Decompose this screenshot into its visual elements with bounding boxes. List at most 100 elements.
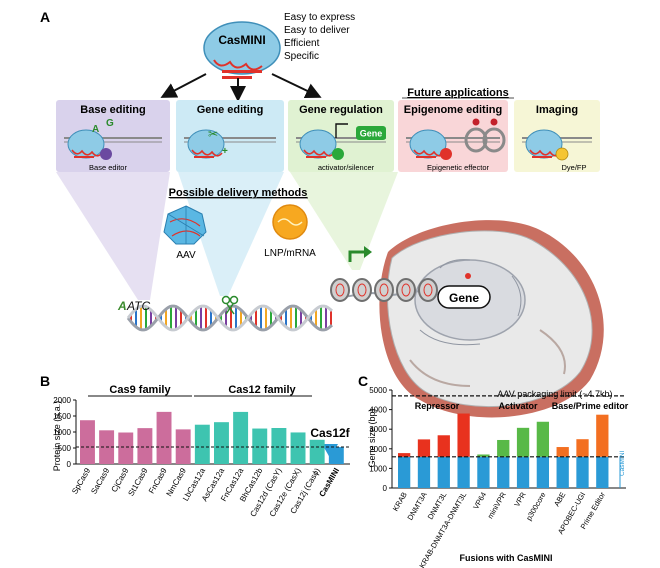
bar-casmini bbox=[536, 456, 550, 488]
transcription-arrow-head bbox=[364, 246, 372, 258]
aav-virus-icon bbox=[163, 205, 207, 245]
bar-casmini bbox=[596, 456, 609, 488]
family-cas12-label: Cas12 family bbox=[228, 384, 296, 396]
family-cas9-label: Cas9 family bbox=[109, 384, 171, 396]
cas12f-label: Cas12f bbox=[310, 426, 350, 440]
gene-bubble-label: Gene bbox=[449, 291, 479, 305]
wedge-gene-editing bbox=[178, 172, 284, 296]
nucleosome-dna bbox=[423, 283, 433, 297]
y-tick-label: 2000 bbox=[53, 396, 71, 405]
bar-fusion bbox=[536, 421, 550, 457]
casmini-properties: Easy to express Easy to deliver Efficien… bbox=[284, 12, 355, 62]
property-item: Specific bbox=[284, 51, 319, 62]
dna-backbone bbox=[126, 304, 334, 332]
bar-fusion bbox=[576, 439, 589, 457]
delivery-methods-title: Possible delivery methods bbox=[169, 187, 308, 199]
nucleosome-dna bbox=[357, 283, 367, 297]
group-editor-label: Base/Prime editor bbox=[552, 401, 629, 411]
nucleosome bbox=[352, 278, 372, 302]
nucleosome-dna bbox=[401, 283, 411, 297]
bar bbox=[194, 424, 210, 464]
bar-casmini bbox=[437, 456, 450, 488]
bar-casmini bbox=[576, 456, 589, 488]
gene-bubble: Gene bbox=[437, 285, 491, 309]
y-tick-label: 2000 bbox=[369, 445, 387, 454]
activator-icon bbox=[332, 148, 344, 160]
x-tick-label: ABE bbox=[552, 491, 567, 509]
bar-casmini bbox=[556, 456, 569, 488]
bar-fusion bbox=[516, 427, 530, 457]
y-tick-label: 1000 bbox=[369, 464, 387, 473]
base-edit-letter: G bbox=[106, 118, 114, 129]
casmini-label: CasMINI bbox=[218, 33, 265, 47]
cell-illustration bbox=[379, 220, 604, 418]
bar bbox=[233, 411, 249, 464]
chart-b-ylabel: Protein size (a.a.) bbox=[52, 401, 62, 472]
bar-fusion bbox=[457, 413, 470, 457]
bar bbox=[328, 447, 344, 464]
future-applications-title: Future applications bbox=[407, 87, 508, 99]
nucleosome bbox=[374, 278, 394, 302]
bar bbox=[156, 411, 172, 464]
aav-limit-label: AAV packaging limit (~4.7kb) bbox=[497, 389, 612, 399]
guide-rna-icon bbox=[413, 149, 445, 157]
application-box-title: Gene editing bbox=[197, 104, 264, 116]
application-box-title: Epigenome editing bbox=[404, 104, 502, 116]
dna-sequence-highlight: A bbox=[117, 299, 127, 313]
bar-casmini bbox=[398, 456, 411, 488]
application-box-sub: Base editor bbox=[89, 163, 127, 172]
x-tick-label: VP64 bbox=[471, 491, 488, 511]
base-edit-letter: A bbox=[92, 124, 99, 135]
application-box-sub: activator/silencer bbox=[318, 163, 375, 172]
bar-casmini bbox=[457, 456, 470, 488]
dna-backbone bbox=[126, 304, 334, 332]
bar bbox=[290, 432, 306, 464]
casmini-tag: CasMINI bbox=[619, 451, 626, 476]
group-repressor-label: Repressor bbox=[415, 401, 460, 411]
nucleosome bbox=[396, 278, 416, 302]
scissors-icon: ✂ bbox=[208, 127, 218, 141]
bar-casmini bbox=[497, 456, 510, 488]
guide-rna-stem bbox=[532, 156, 552, 158]
bar bbox=[309, 439, 325, 464]
y-tick-label: 1500 bbox=[53, 412, 71, 421]
bar-casmini bbox=[417, 456, 431, 488]
promoter-arrow bbox=[335, 123, 348, 138]
y-tick-label: 1000 bbox=[53, 428, 71, 437]
bar-fusion bbox=[398, 453, 411, 457]
nucleosome-icon bbox=[482, 127, 506, 153]
group-activator-label: Activator bbox=[498, 401, 538, 411]
y-tick-label: 500 bbox=[58, 444, 72, 453]
chart-protein-size: 0500100015002000SpCas9SaCas9CjCas9St1Cas… bbox=[53, 396, 350, 518]
methyl-mark-icon bbox=[472, 118, 480, 126]
x-tick-label: SaCas9 bbox=[89, 466, 111, 496]
wedge-base-editing bbox=[56, 172, 170, 300]
application-box-title: Base editing bbox=[80, 104, 145, 116]
epigenetic-effector-icon bbox=[440, 148, 452, 160]
aav-label: AAV bbox=[176, 250, 196, 261]
bar-fusion bbox=[596, 414, 609, 457]
nucleosome bbox=[418, 278, 438, 302]
nucleosome-dna bbox=[379, 283, 389, 297]
panel-c-label: C bbox=[358, 373, 368, 389]
casmini-protein-icon: CasMINI bbox=[203, 21, 281, 79]
guide-rna-icon bbox=[303, 149, 335, 157]
gene-box-label: Gene bbox=[360, 129, 383, 139]
panel-a-label: A bbox=[40, 9, 50, 25]
bar-fusion bbox=[437, 435, 450, 457]
bar bbox=[137, 428, 153, 464]
dna-double-helix bbox=[126, 304, 334, 332]
wedge-gene-regulation bbox=[290, 172, 398, 270]
nucleosome bbox=[330, 278, 350, 302]
lnp-icon bbox=[272, 204, 308, 240]
base-editor-icon bbox=[100, 148, 112, 160]
guide-rna-icon bbox=[529, 149, 561, 157]
bar-fusion bbox=[497, 439, 510, 457]
chart-c-ylabel: Gene size (bp) bbox=[367, 408, 377, 467]
guide-rna-icon bbox=[71, 149, 103, 157]
bar-fusion bbox=[417, 439, 431, 457]
